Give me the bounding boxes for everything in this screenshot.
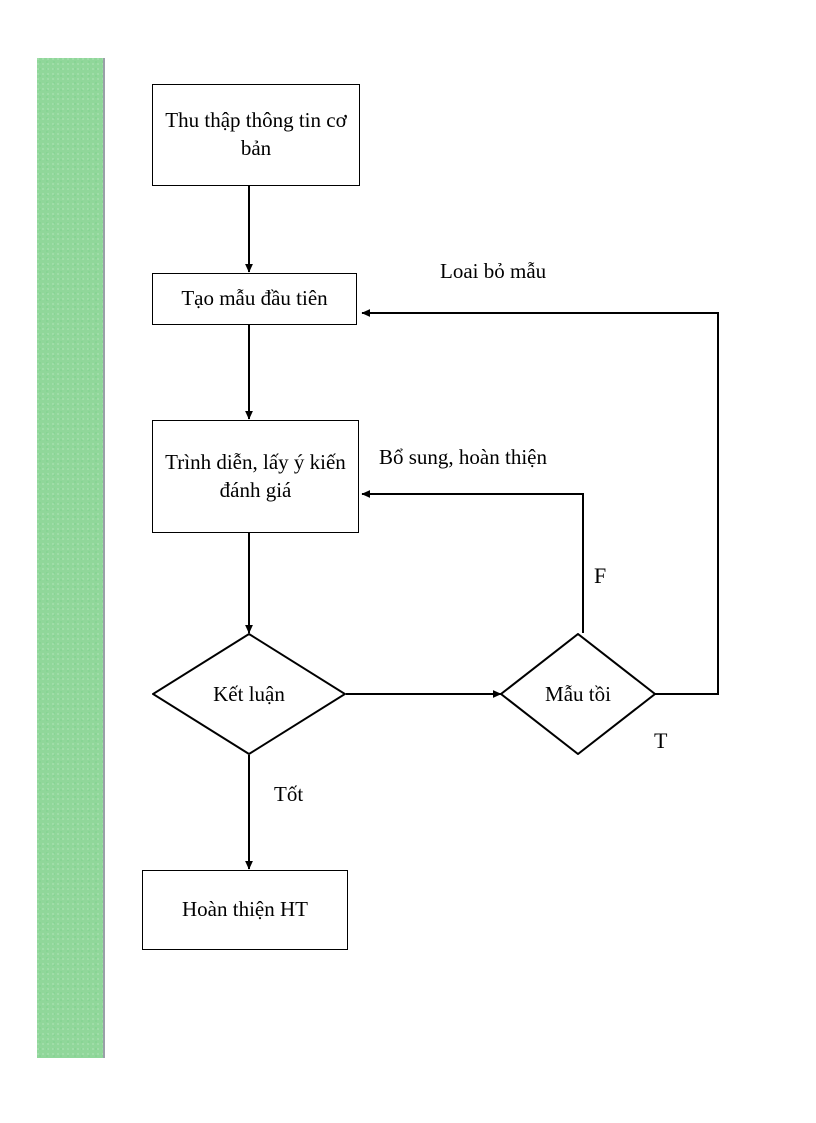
edge-label-supplement-refine: Bổ sung, hoàn thiện <box>379 445 547 469</box>
node-collect-info[interactable]: Thu thập thông tin cơ bản <box>152 84 360 186</box>
node-conclusion-label: Kết luận <box>213 681 285 706</box>
bad-sample-diamond-shape <box>500 633 656 755</box>
edge-label-true-branch: T <box>654 728 668 753</box>
node-complete-system[interactable]: Hoàn thiện HT <box>142 870 348 950</box>
edge-label-good: Tốt <box>274 782 304 806</box>
node-complete-system-label: Hoàn thiện HT <box>182 897 308 922</box>
conclusion-diamond-shape <box>152 633 346 755</box>
edge-badsample-true-to-prototype <box>361 309 719 695</box>
node-first-prototype[interactable]: Tạo mẫu đầu tiên <box>152 273 357 325</box>
green-vertical-bar-edge <box>103 58 105 1058</box>
edge-label-discard-sample: Loai bỏ mẫu <box>440 259 547 283</box>
node-conclusion[interactable]: Kết luận <box>152 633 346 755</box>
green-vertical-bar <box>37 58 103 1058</box>
node-demo-feedback[interactable]: Trình diễn, lấy ý kiến đánh giá <box>152 420 359 533</box>
edge-badsample-false-to-demo <box>361 490 584 633</box>
node-first-prototype-label: Tạo mẫu đầu tiên <box>181 286 328 311</box>
node-collect-info-label: Thu thập thông tin cơ bản <box>165 108 347 160</box>
node-bad-sample[interactable]: Mẫu tồi <box>500 633 656 755</box>
edge-label-false-branch: F <box>594 563 607 588</box>
node-bad-sample-label: Mẫu tồi <box>545 681 611 706</box>
node-demo-feedback-label: Trình diễn, lấy ý kiến đánh giá <box>165 449 346 502</box>
